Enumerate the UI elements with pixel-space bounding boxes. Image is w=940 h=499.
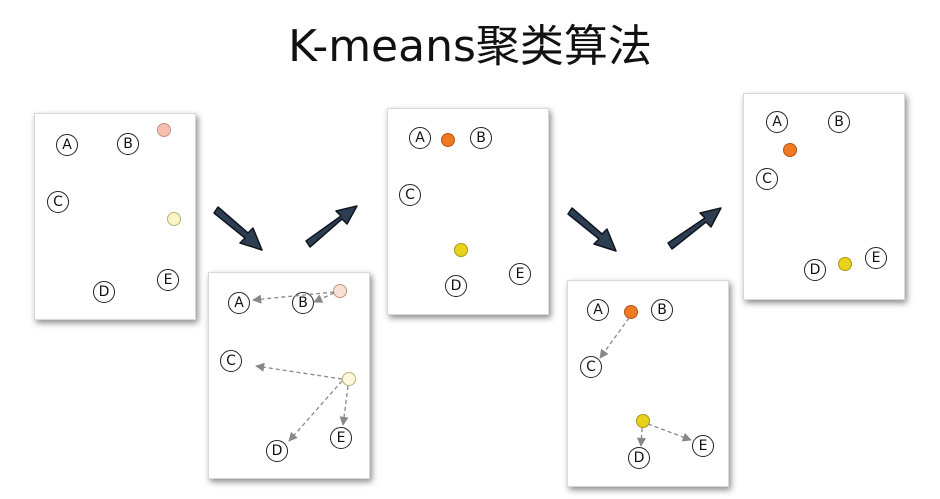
- point-a: A: [56, 134, 78, 156]
- arrow-down-right-icon: [567, 207, 617, 252]
- point-c: C: [756, 168, 778, 190]
- point-d: D: [628, 447, 650, 469]
- point-a: A: [766, 111, 788, 133]
- centroid-1: [441, 133, 455, 147]
- point-d: D: [93, 281, 115, 303]
- step1-panel: A B C D E: [34, 113, 196, 320]
- point-d: D: [445, 275, 467, 297]
- point-c: C: [47, 191, 69, 213]
- centroid-1: [783, 143, 797, 157]
- point-a: A: [587, 299, 609, 321]
- point-e: E: [330, 427, 352, 449]
- step3-panel: A B C D E: [387, 108, 549, 315]
- point-d: D: [266, 440, 288, 462]
- point-b: B: [470, 127, 492, 149]
- point-a: A: [409, 127, 431, 149]
- centroid-2: [342, 372, 356, 386]
- reassignment-arrows: [599, 317, 692, 447]
- centroid-1: [333, 284, 347, 298]
- point-c: C: [399, 184, 421, 206]
- point-e: E: [865, 247, 887, 269]
- arrow-down-right-icon: [213, 206, 263, 251]
- point-e: E: [509, 263, 531, 285]
- point-e: E: [157, 269, 179, 291]
- centroid-2: [636, 414, 650, 428]
- point-c: C: [580, 356, 602, 378]
- centroid-2: [454, 243, 468, 257]
- arrow-up-right-icon: [305, 205, 358, 248]
- assignment-arrows: [252, 291, 349, 442]
- step5-panel: A B C D E: [743, 93, 905, 300]
- centroid-1: [157, 123, 171, 137]
- point-b: B: [651, 299, 673, 321]
- step4-panel: A B C D E: [567, 280, 729, 487]
- arrow-up-right-icon: [667, 207, 722, 250]
- point-a: A: [228, 292, 250, 314]
- point-b: B: [117, 133, 139, 155]
- point-b: B: [292, 292, 314, 314]
- point-b: B: [828, 111, 850, 133]
- diagram-title: K-means聚类算法: [288, 21, 652, 72]
- centroid-2: [838, 257, 852, 271]
- point-e: E: [692, 435, 714, 457]
- point-c: C: [220, 350, 242, 372]
- point-d: D: [804, 259, 826, 281]
- centroid-1: [624, 305, 638, 319]
- step2-panel: A B C D E: [208, 272, 370, 479]
- centroid-2: [167, 212, 181, 226]
